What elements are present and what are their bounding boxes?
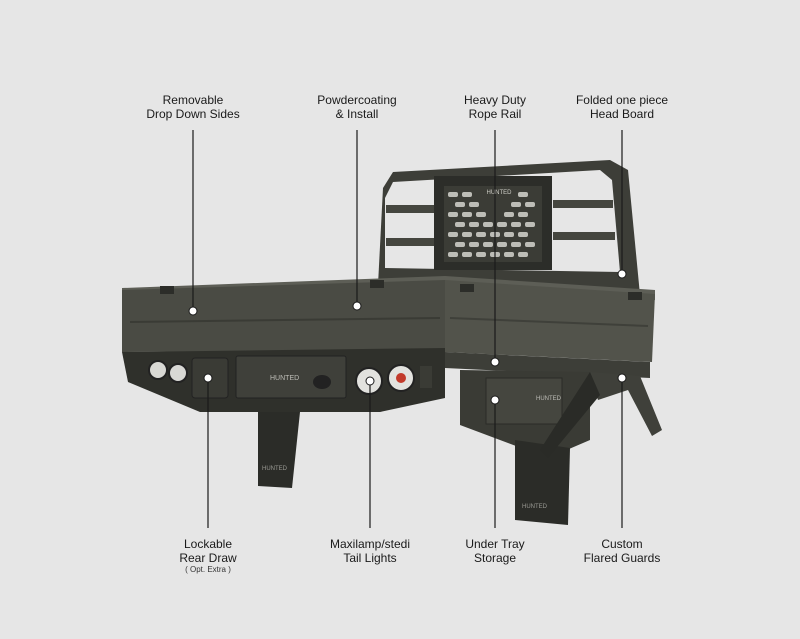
marker-powdercoat	[352, 301, 362, 311]
label-drop-sides: Removable Drop Down Sides	[146, 93, 240, 121]
label-under-tray: Under Tray Storage	[465, 537, 525, 565]
under-tray: HUNTED HUNTED HUNTED	[258, 370, 662, 525]
headboard-logo: HUNTED	[487, 190, 513, 196]
marker-guards	[617, 373, 627, 383]
marker-tail-lights	[365, 376, 375, 386]
label-powdercoat: Powdercoating & Install	[317, 93, 397, 121]
mudflap-logo-right: HUNTED	[522, 504, 548, 510]
headboard: HUNTED	[378, 160, 640, 295]
storage-logo: HUNTED	[536, 396, 562, 402]
label-rope-rail: Heavy Duty Rope Rail	[463, 93, 527, 121]
mudflap-logo-left: HUNTED	[262, 466, 288, 472]
marker-under-tray	[490, 395, 500, 405]
label-tail-lights: Maxilamp/stedi Tail Lights	[329, 537, 411, 565]
marker-rope-rail	[490, 357, 500, 367]
marker-rear-draw	[203, 373, 213, 383]
leader-lines	[192, 130, 623, 528]
label-rear-draw: Lockable Rear Draw ( Opt. Extra )	[179, 537, 237, 574]
marker-drop-sides	[188, 306, 198, 316]
marker-headboard	[617, 269, 627, 279]
rear-fittings: HUNTED	[148, 355, 432, 399]
rear-draw-note: ( Opt. Extra )	[185, 565, 231, 574]
label-headboard: Folded one piece Head Board	[575, 93, 669, 121]
label-guards: Custom Flared Guards	[583, 537, 661, 565]
draw-logo: HUNTED	[270, 375, 299, 382]
markers	[188, 269, 627, 405]
